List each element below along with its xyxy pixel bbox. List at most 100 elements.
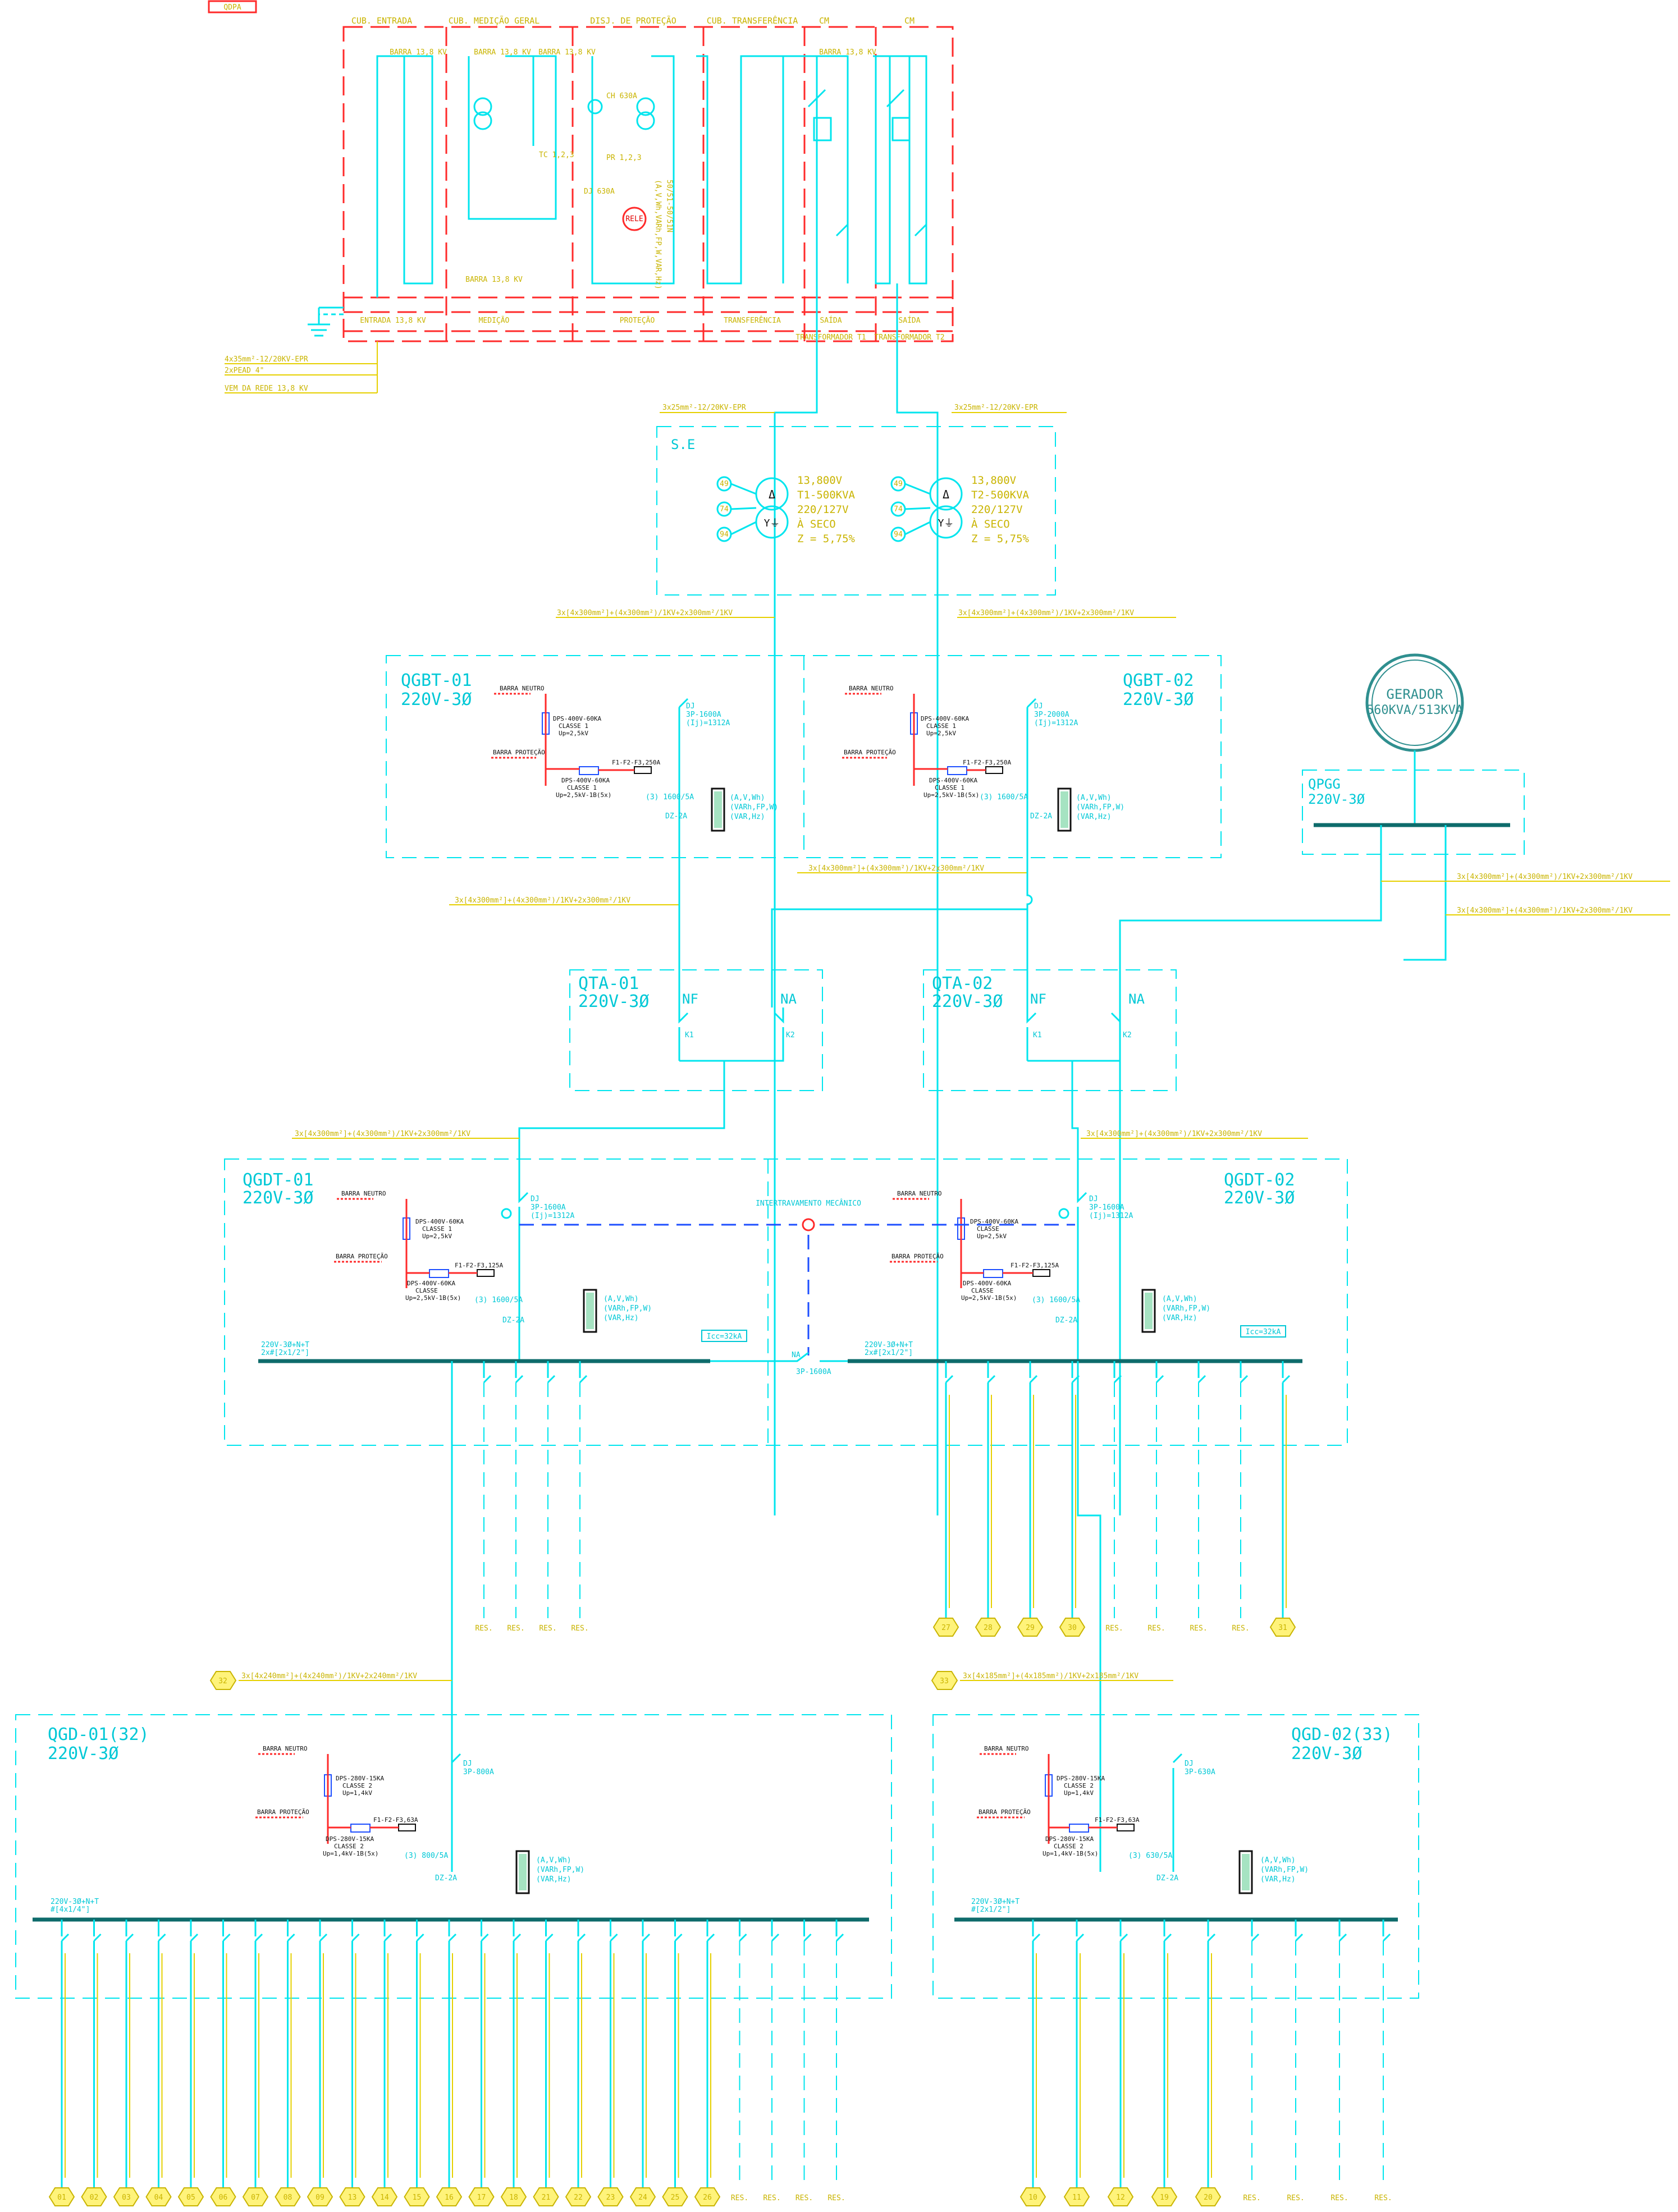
qgd-02-feeder: RES.	[1287, 1920, 1305, 2202]
mv-outline	[342, 26, 954, 342]
qgd-02-feeder: 20	[1195, 1920, 1222, 2206]
qgd-02-dps1-class: CLASSE 2	[1064, 1782, 1094, 1789]
feed-cable-t2: 3x25mm²-12/20KV-EPR	[954, 404, 1038, 412]
qgdt-02-meter-1: (A,V,Wh)	[1162, 1295, 1197, 1303]
qgd-02-dps2: DPS-280V-15KA	[1045, 1835, 1094, 1843]
feeder-32-tag	[209, 1671, 237, 1690]
qgd-01-bus: 220V-3Ø+N+T	[51, 1898, 99, 1906]
qgd-01-feeder: RES.	[827, 1920, 845, 2202]
qgd-02-circuit-tag	[1195, 2187, 1222, 2206]
qgdt-01-res-label: RES.	[475, 1624, 492, 1633]
feeder-33-tag	[931, 1671, 958, 1690]
qgd-01-voltage: 220V-3Ø	[48, 1744, 118, 1764]
t1-tap-2: 74	[720, 505, 729, 514]
qgbt-02-meter-1: (A,V,Wh)	[1076, 794, 1112, 802]
qgd-02-res-label: RES.	[1330, 2194, 1348, 2202]
qgd-01-circuit-number: 05	[186, 2193, 195, 2202]
t2-tap-2: 74	[894, 505, 903, 514]
qgd-01-circuit-tag	[371, 2187, 398, 2206]
qgdt-02-dps2-up: Up=2,5kV-1B(5x)	[961, 1294, 1017, 1302]
qgdt-01-meter-3: (VAR,Hz)	[603, 1314, 639, 1322]
qta-01-boundary	[569, 969, 823, 1091]
qpgg-voltage: 220V-3Ø	[1308, 791, 1365, 807]
t1-line-3: 220/127V	[797, 503, 849, 516]
qgdt-02-meter-2: (VARh,FP,W)	[1162, 1304, 1210, 1313]
qgd-01-meter	[515, 1850, 530, 1894]
qgdt-02-bus-size: 2x#[2x1/2"]	[865, 1349, 913, 1357]
qgd-01-res-label: RES.	[731, 2194, 748, 2202]
qgbt-01-protection-bar: BARRA PROTEÇÃO	[493, 749, 545, 756]
se-out-cable-1: 3x[4x300mm²]+(4x300mm²)/1KV+2x300mm²/1KV	[557, 609, 733, 617]
qgd-02-circuit-number: 11	[1072, 2193, 1081, 2202]
qgd-01-protection-bar: BARRA PROTEÇÃO	[257, 1808, 309, 1816]
qgbt-02-protection-bar: BARRA PROTEÇÃO	[844, 749, 896, 756]
qgd-01-circuit-number: 16	[445, 2193, 454, 2202]
qgd-01-tc: (3) 800/5A	[404, 1852, 448, 1860]
qgdt-02-dps1: DPS-400V-60KA	[970, 1218, 1018, 1225]
interlock: INTERTRAVAMENTO MECÂNICO NA 3P-1600A	[519, 1199, 1075, 1376]
ch-label: CH 630A	[606, 92, 637, 100]
qgd-02-voltage: 220V-3Ø	[1291, 1744, 1362, 1764]
qgdt-01-meter	[583, 1289, 597, 1333]
qgd-01-feeder: 05	[177, 1920, 204, 2206]
qgdt-01-res-label: RES.	[507, 1624, 524, 1633]
qgd-01-circuit-tag	[694, 2187, 721, 2206]
qgd-02-meter-1: (A,V,Wh)	[1260, 1856, 1296, 1865]
qgd-02-tc: (3) 630/5A	[1128, 1852, 1172, 1860]
qgd-01-feeder: 14	[371, 1920, 398, 2206]
tie-na-label: NA	[792, 1351, 801, 1359]
qgd-01-circuit-number: 21	[542, 2193, 551, 2202]
qgd-01-circuit-tag	[113, 2187, 140, 2206]
qgd-02-dps2-up: Up=1,4kV-1B(5x)	[1043, 1850, 1098, 1857]
qgdt-02: QGDT-02 220V-3Ø BARRA NEUTRO BARRA PROTE…	[848, 1165, 1302, 1363]
qgd-02-circuit-tag	[1151, 2187, 1178, 2206]
qgd-01-circuit-number: 04	[154, 2193, 163, 2202]
qgdt-01-icc: Icc=32kA	[707, 1332, 742, 1341]
se-label: S.E	[671, 437, 695, 452]
qgd-01-circuit-number: 06	[219, 2193, 228, 2202]
qgdt-01-dj: DJ	[531, 1195, 539, 1203]
qgd-02-circuit-number: 12	[1116, 2193, 1125, 2202]
qgdt-01-dj-trip: (Ij)=1312A	[531, 1212, 574, 1220]
qgbt-02-dps1-class: CLASSE 1	[926, 722, 956, 730]
incoming-source: VEM DA REDE 13,8 KV	[225, 384, 308, 393]
qgdt01-feed-cable: 3x[4x300mm²]+(4x300mm²)/1KV+2x300mm²/1KV	[295, 1130, 470, 1138]
qgdt-02-dz: DZ-2A	[1055, 1316, 1077, 1325]
qgdt-02-feeder: RES.	[1105, 1361, 1123, 1633]
qta-01-k1: K1	[685, 1031, 694, 1039]
qgdt-01-dz: DZ-2A	[502, 1316, 524, 1325]
svg-text:Y⏚: Y⏚	[938, 517, 954, 529]
qgd-02-boundary	[932, 1714, 1419, 1999]
qgd-01-res-label: RES.	[795, 2194, 813, 2202]
feeder-33-cable: 3x[4x185mm²]+(4x185mm²)/1KV+2x185mm²/1KV	[963, 1672, 1139, 1680]
t2-tap-3: 94	[894, 530, 903, 539]
cub-cm1-label: CM	[819, 16, 829, 26]
qgd-02-meter-3: (VAR,Hz)	[1260, 1875, 1296, 1884]
t2-line-5: Z = 5,75%	[971, 533, 1030, 545]
qgdt-02-feeder: 27	[932, 1361, 959, 1637]
qgdt-02-dj-rating: 3P-1600A	[1089, 1203, 1124, 1212]
qgdt-01-name: QGDT-01	[243, 1170, 313, 1190]
incoming-cables: 4x35mm²-12/20KV-EPR 2xPEAD 4" VEM DA RED…	[225, 341, 378, 393]
qgdt-02-name: QGDT-02	[1224, 1170, 1295, 1190]
qgd-01-neutral-bar: BARRA NEUTRO	[263, 1745, 307, 1752]
qgdt-02-feeder: RES.	[1147, 1361, 1165, 1633]
qgd-01-circuit-tag	[565, 2187, 592, 2206]
bar-138-e: BARRA 13,8 KV	[465, 276, 523, 284]
qgdt-02-circuit-number: 28	[984, 1624, 993, 1632]
qgdt-02-res-label: RES.	[1232, 1624, 1249, 1633]
qgd-01-circuit-tag	[339, 2187, 365, 2206]
qgd-01-feeder: 16	[436, 1920, 463, 2206]
qgdt-02-dps2: DPS-400V-60KA	[963, 1280, 1011, 1287]
qgd-02-protection-bar: BARRA PROTEÇÃO	[979, 1808, 1031, 1816]
qgdt-02-circuit-tag	[1059, 1618, 1086, 1637]
qgdt-02-feeder: 31	[1269, 1361, 1296, 1637]
t1-line-2: T1-500KVA	[797, 489, 856, 501]
qgd-02-name: QGD-02(33)	[1291, 1725, 1393, 1744]
qgd-01-meter-2: (VARh,FP,W)	[536, 1866, 584, 1874]
qgd-01-circuit-tag	[242, 2187, 269, 2206]
qgd-02-circuit-number: 20	[1204, 2193, 1213, 2202]
qgdt-01-bus-size: 2x#[2x1/2"]	[261, 1349, 309, 1357]
qta-01-name: QTA-01	[578, 974, 639, 993]
qgbt-02-fuses: F1-F2-F3,250A	[963, 759, 1011, 766]
